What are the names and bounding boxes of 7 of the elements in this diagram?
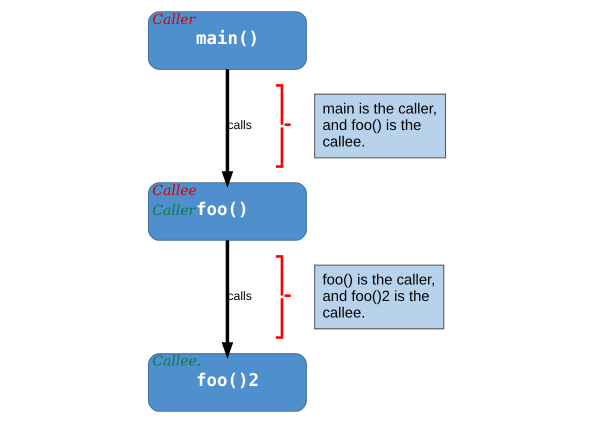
node-box: foo() is the caller, and foo()2 is the callee.	[314, 264, 444, 330]
arrow	[221, 240, 233, 359]
node-box: Callee Callerfoo()	[147, 182, 306, 241]
node-box: main is the caller, and foo() is the callee.	[314, 94, 446, 158]
node-box: Caller main()	[147, 11, 306, 70]
node-box: Callee. foo()2	[147, 353, 306, 412]
arrow	[221, 69, 233, 188]
